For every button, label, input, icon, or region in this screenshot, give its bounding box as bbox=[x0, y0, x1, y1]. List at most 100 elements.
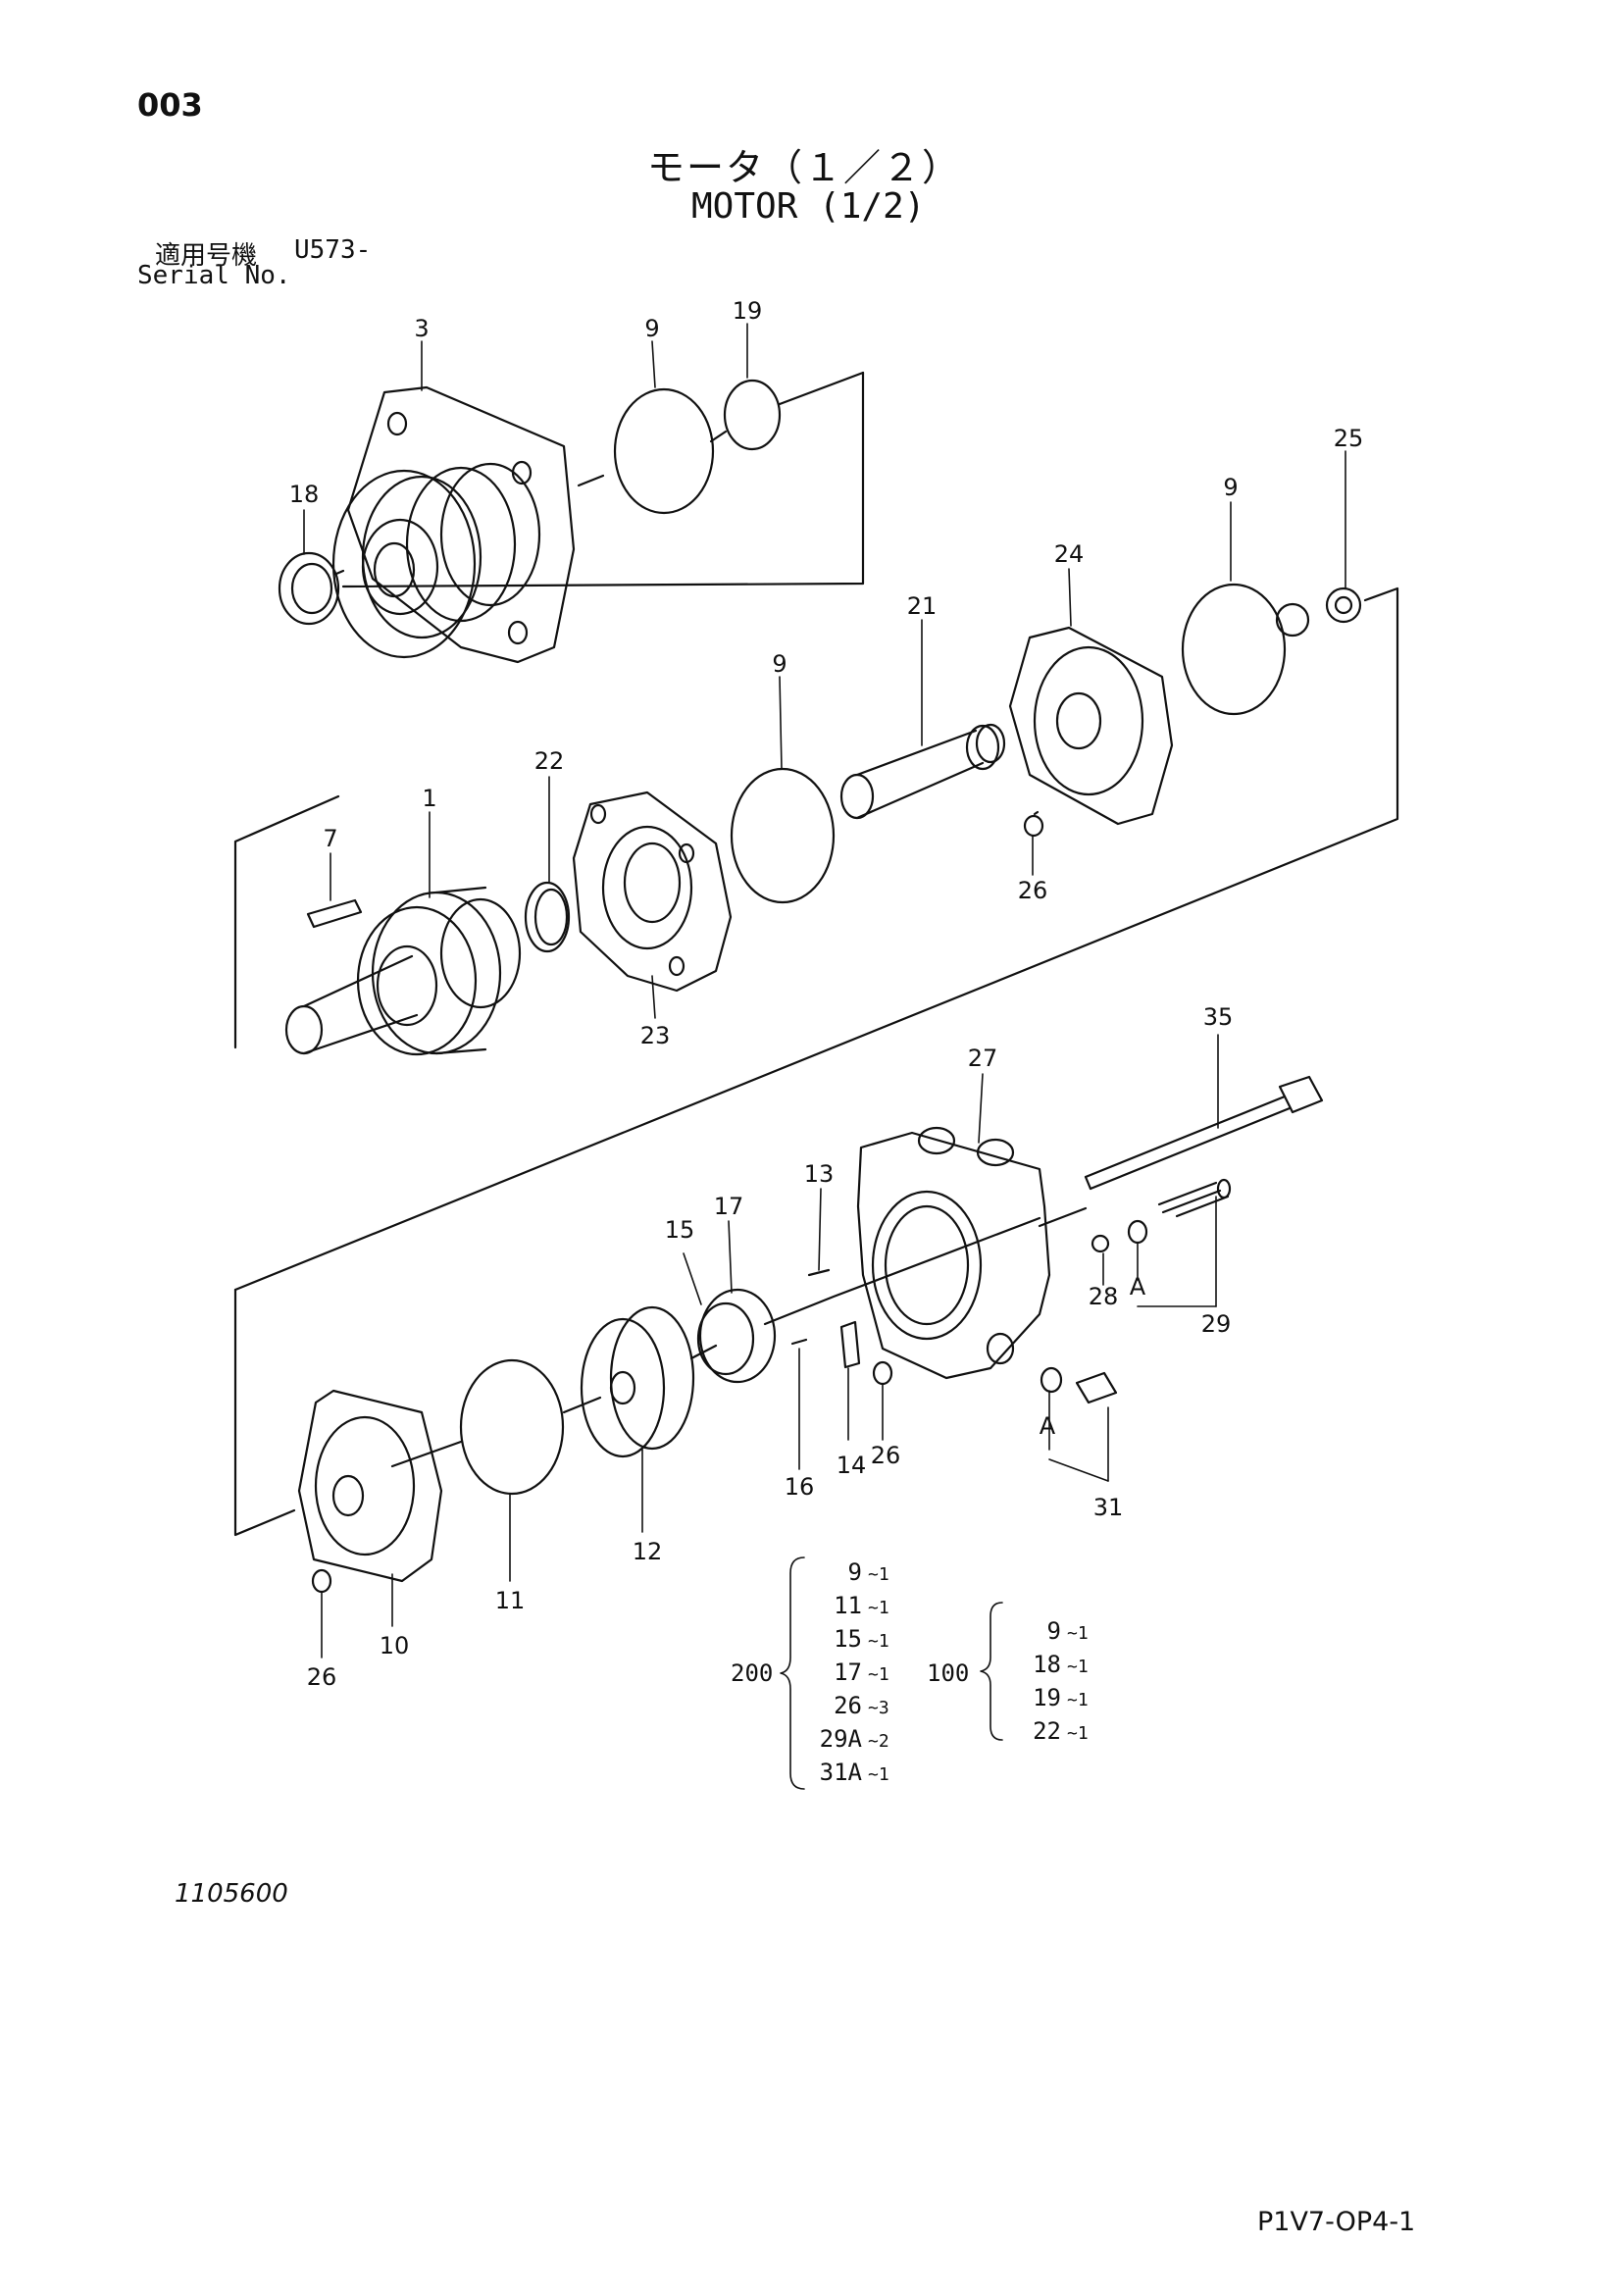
drawing-number: 1105600 bbox=[175, 1879, 288, 1909]
callout-3: 3 bbox=[414, 315, 429, 342]
kit-200-item: 15 ~1 bbox=[809, 1622, 889, 1656]
kit-200-item: 17~1 bbox=[809, 1656, 889, 1689]
o-ring-part-11 bbox=[459, 1358, 565, 1496]
callout-26-bottom: 26 bbox=[307, 1663, 337, 1691]
ring-part-18 bbox=[278, 551, 340, 626]
callout-17: 17 bbox=[714, 1193, 744, 1220]
cylinder-block-part-12 bbox=[580, 1305, 695, 1458]
o-ring-part-9-middle bbox=[730, 767, 836, 904]
serial-model: U573- bbox=[294, 235, 372, 265]
housing-part-27 bbox=[856, 1126, 1051, 1380]
kit-part-number: 11 bbox=[834, 1592, 862, 1619]
serial-label: Serial No. bbox=[137, 261, 291, 290]
kit-part-number: 9 bbox=[847, 1558, 862, 1586]
callout-28: 28 bbox=[1089, 1283, 1119, 1310]
callout-12: 12 bbox=[633, 1538, 663, 1565]
callout-7: 7 bbox=[323, 825, 337, 852]
flange-part-23 bbox=[572, 791, 733, 993]
plug-part-31 bbox=[1040, 1366, 1118, 1404]
page-title-japanese: モータ（１／２） bbox=[647, 146, 962, 189]
kit-100-item: 19 ~1 bbox=[1008, 1681, 1089, 1714]
callout-9-upper: 9 bbox=[644, 315, 659, 342]
kit-200-item: 11 ~1 bbox=[809, 1589, 889, 1622]
housing-part-3 bbox=[331, 385, 576, 664]
callout-31: 31 bbox=[1093, 1494, 1124, 1521]
callout-9-right: 9 bbox=[1223, 474, 1238, 501]
kit-100-label: 100 bbox=[927, 1659, 970, 1687]
callout-A-upper: A bbox=[1130, 1273, 1146, 1301]
kit-part-number: 18 bbox=[1033, 1651, 1061, 1678]
key-part-7 bbox=[306, 898, 363, 929]
bolt-part-35 bbox=[1084, 1075, 1324, 1191]
kit-quantity: ~1 bbox=[868, 1631, 889, 1652]
end-plate-part-10 bbox=[297, 1389, 443, 1583]
kit-quantity: ~1 bbox=[868, 1564, 889, 1585]
kit-200-item: 29A ~2 bbox=[809, 1722, 889, 1756]
o-ring-part-26-lower bbox=[872, 1360, 893, 1386]
callout-A-lower: A bbox=[1040, 1412, 1056, 1440]
callout-26-upper: 26 bbox=[1018, 877, 1048, 904]
assembly-frame-upper bbox=[233, 371, 865, 1049]
spline-shaft-part-21 bbox=[839, 723, 1006, 820]
callout-9-middle: 9 bbox=[772, 650, 787, 678]
kit-part-number: 31A bbox=[819, 1759, 862, 1786]
kit-part-number: 26 bbox=[834, 1692, 862, 1719]
callout-25: 25 bbox=[1334, 425, 1364, 452]
kit-100-list: 9 ~1 18 ~1 19 ~1 22~1 bbox=[1008, 1614, 1089, 1748]
kit-200-item: 9 ~1 bbox=[809, 1556, 889, 1589]
assembly-frame-middle bbox=[233, 587, 1399, 1292]
kit-100-item: 22~1 bbox=[1008, 1714, 1089, 1748]
kit-200-label: 200 bbox=[731, 1659, 774, 1687]
kit-quantity: ~1 bbox=[1067, 1690, 1089, 1710]
o-ring-part-26-upper bbox=[1023, 814, 1044, 838]
kit-200-brace bbox=[780, 1556, 805, 1790]
spring-part-14 bbox=[839, 1320, 861, 1369]
callout-13: 13 bbox=[804, 1160, 835, 1188]
callout-23: 23 bbox=[640, 1022, 671, 1049]
kit-part-number: 29A bbox=[819, 1725, 862, 1753]
callout-18: 18 bbox=[289, 481, 320, 508]
kit-part-number: 9 bbox=[1046, 1617, 1061, 1645]
assembly-frame-lower bbox=[233, 1206, 1088, 1537]
bolt-part-29 bbox=[1157, 1178, 1232, 1218]
kit-100-item: 9 ~1 bbox=[1008, 1614, 1089, 1648]
kit-quantity: ~1 bbox=[1067, 1657, 1089, 1677]
kit-part-number: 15 bbox=[834, 1625, 862, 1653]
callout-19: 19 bbox=[733, 297, 763, 325]
callout-14: 14 bbox=[837, 1452, 867, 1479]
o-ring-part-9-upper bbox=[613, 387, 715, 515]
shaft-part-1 bbox=[284, 886, 522, 1056]
kit-100-brace bbox=[980, 1602, 1003, 1741]
page-number: 003 bbox=[137, 86, 203, 124]
pin-part-13 bbox=[807, 1268, 831, 1277]
ring-part-19 bbox=[723, 379, 782, 451]
callout-26-lower: 26 bbox=[871, 1442, 901, 1469]
callout-11: 11 bbox=[495, 1587, 526, 1614]
kit-part-number: 22 bbox=[1033, 1717, 1061, 1745]
callout-1: 1 bbox=[422, 785, 436, 812]
kit-quantity: ~3 bbox=[868, 1698, 889, 1718]
callout-22: 22 bbox=[534, 747, 565, 775]
ring-part-22 bbox=[524, 881, 571, 953]
page-title: MOTOR (1/2) bbox=[691, 186, 926, 227]
gear-part-25 bbox=[1275, 587, 1362, 638]
kit-quantity: ~2 bbox=[868, 1731, 889, 1752]
callout-21: 21 bbox=[907, 592, 938, 620]
callout-10: 10 bbox=[380, 1632, 410, 1659]
kit-200-item: 31A ~1 bbox=[809, 1756, 889, 1789]
kit-quantity: ~1 bbox=[1067, 1623, 1089, 1644]
kit-200-item: 26 ~3 bbox=[809, 1689, 889, 1722]
o-ring-part-9-right bbox=[1181, 583, 1287, 716]
kit-100-item: 18 ~1 bbox=[1008, 1648, 1089, 1681]
callout-15: 15 bbox=[665, 1216, 695, 1244]
callout-16: 16 bbox=[785, 1473, 815, 1501]
kit-part-number: 19 bbox=[1033, 1684, 1061, 1711]
kit-quantity: ~1 bbox=[868, 1764, 889, 1785]
kit-quantity: ~1 bbox=[868, 1598, 889, 1618]
pin-part-16 bbox=[790, 1338, 808, 1346]
callout-29: 29 bbox=[1201, 1310, 1232, 1338]
serial-label-japanese: 適用号機 bbox=[155, 241, 258, 271]
washer-part-29A bbox=[1127, 1219, 1148, 1245]
footer-code: P1V7-OP4-1 bbox=[1257, 2207, 1416, 2237]
o-ring-part-26-bottom bbox=[311, 1568, 332, 1594]
